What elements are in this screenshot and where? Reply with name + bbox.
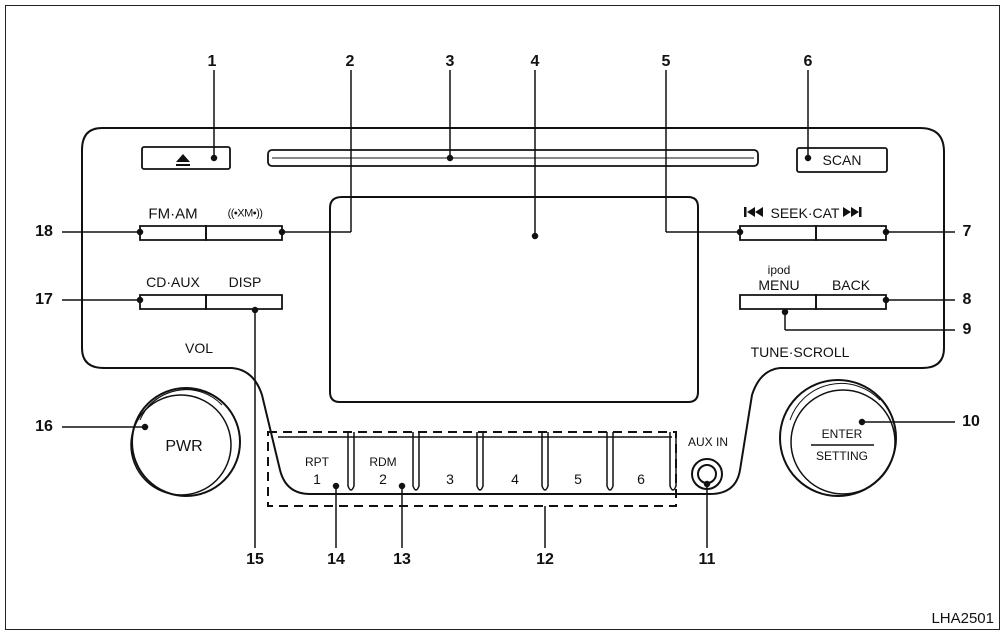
callout-16: 16 (35, 418, 53, 435)
callout-11: 11 (698, 551, 716, 568)
vol-label: VOL (184, 340, 214, 356)
callout-9: 9 (962, 321, 972, 338)
callout-8: 8 (962, 291, 972, 308)
preset-dividers (347, 432, 677, 491)
tune-scroll-label: TUNE·SCROLL (750, 344, 850, 360)
callout-2: 2 (345, 53, 355, 70)
xm-label: ((•XM•)) (227, 207, 263, 220)
back-button (815, 294, 887, 310)
disp-label: DISP (228, 274, 262, 290)
rdm-label: RDM (369, 455, 397, 469)
cd-aux-label: CD·AUX (146, 274, 200, 290)
callout-7: 7 (962, 223, 972, 240)
eject-icon (176, 154, 190, 166)
leader-lines (62, 70, 955, 548)
preset-1-label: 1 (313, 471, 321, 487)
callout-18: 18 (35, 223, 53, 240)
setting-label: SETTING (815, 449, 869, 463)
preset-2-label: 2 (379, 471, 387, 487)
cd-aux-button (139, 294, 207, 310)
callout-3: 3 (445, 53, 455, 70)
pwr-knob (130, 387, 241, 497)
ipod-label: ipod (767, 263, 791, 277)
callout-4: 4 (530, 53, 540, 70)
preset-3-label: 3 (446, 471, 454, 487)
preset-6-label: 6 (637, 471, 645, 487)
xm-button (205, 225, 283, 241)
faceplate-outline (81, 127, 945, 495)
figure-code: LHA2501 (931, 610, 994, 627)
seek-back-button (739, 225, 817, 241)
enter-knob (779, 379, 897, 497)
menu-button (739, 294, 817, 310)
callout-17: 17 (35, 291, 53, 308)
pwr-label: PWR (165, 438, 203, 455)
figure-frame (5, 5, 1000, 630)
cd-slot (267, 149, 759, 167)
scan-label: SCAN (822, 152, 862, 168)
disp-button (205, 294, 283, 310)
seek-forward-button (815, 225, 887, 241)
enter-label: ENTER (821, 427, 863, 441)
callout-10: 10 (962, 413, 980, 430)
eject-button (141, 146, 231, 170)
preset-4-label: 4 (511, 471, 519, 487)
seek-cat-label: SEEK·CAT (770, 205, 840, 221)
fm-am-label: FM·AM (148, 205, 198, 223)
scan-button (796, 147, 888, 173)
aux-in-label: AUX IN (687, 435, 729, 449)
preset-strip-highlight (267, 431, 677, 507)
skip-forward-icon (843, 207, 862, 217)
display-screen (329, 196, 699, 403)
back-label: BACK (831, 277, 871, 293)
callout-5: 5 (661, 53, 671, 70)
menu-label: MENU (758, 277, 800, 293)
callout-12: 12 (536, 551, 554, 568)
preset-5-label: 5 (574, 471, 582, 487)
callout-15: 15 (246, 551, 264, 568)
rpt-label: RPT (305, 455, 329, 469)
callout-14: 14 (327, 551, 345, 568)
skip-back-icon (744, 207, 763, 217)
fm-am-button (139, 225, 207, 241)
callout-6: 6 (803, 53, 813, 70)
callout-1: 1 (207, 53, 217, 70)
callout-13: 13 (393, 551, 411, 568)
